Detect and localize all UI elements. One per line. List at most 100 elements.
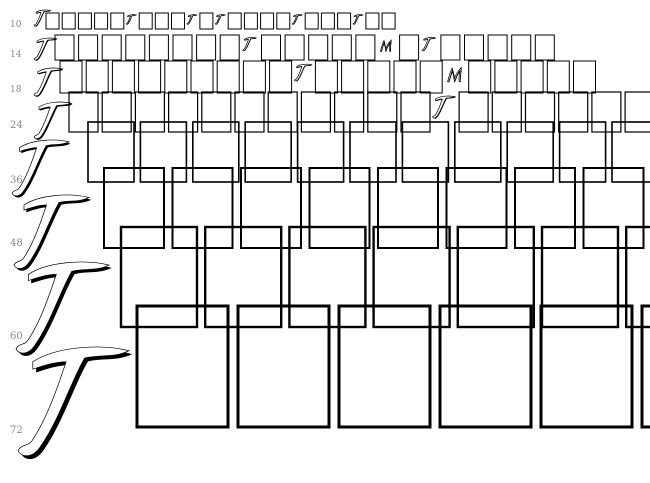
missing-glyph-box	[103, 167, 165, 249]
missing-glyph-box	[304, 12, 319, 30]
missing-glyph-box	[365, 12, 380, 30]
sample-row-48: 48	[10, 167, 645, 271]
script-capital-t-glyph-outline	[33, 37, 58, 61]
sample-row-10: 10	[10, 9, 396, 30]
script-capital-t-glyph	[33, 67, 64, 97]
missing-glyph-box	[138, 60, 162, 94]
missing-glyph-box	[296, 121, 345, 183]
missing-glyph-box	[464, 34, 484, 61]
missing-glyph-box	[393, 60, 417, 94]
script-capital-t-glyph-outline	[125, 14, 138, 25]
missing-glyph-box	[45, 12, 60, 30]
missing-glyph-box	[201, 91, 232, 133]
missing-glyph-box	[337, 12, 352, 30]
missing-glyph-box	[308, 167, 371, 249]
missing-glyph-box	[111, 60, 135, 94]
missing-glyph-box	[190, 60, 214, 94]
missing-glyph-box	[349, 121, 397, 183]
missing-glyph-box	[381, 12, 396, 30]
missing-glyph-box	[138, 12, 153, 30]
missing-glyph-box	[377, 167, 439, 249]
missing-glyph-box	[400, 91, 431, 133]
missing-glyph-box	[331, 34, 352, 61]
sample-row-60: 60	[10, 225, 650, 356]
missing-glyph-box	[341, 60, 365, 94]
sample-row-24: 24	[10, 91, 650, 140]
script-capital-t-glyph-outline	[242, 37, 258, 52]
script-capital-t-glyph-outline	[33, 9, 52, 27]
missing-glyph-box	[520, 60, 544, 94]
script-capital-t-glyph-outline	[17, 346, 131, 457]
script-capital-t-glyph	[13, 194, 92, 271]
missing-glyph-box	[110, 12, 125, 30]
missing-glyph-box	[125, 34, 146, 61]
missing-glyph-box	[234, 91, 265, 133]
script-capital-t-glyph	[291, 14, 304, 25]
missing-glyph-box	[119, 225, 199, 329]
size-label: 48	[10, 238, 23, 249]
missing-glyph-box	[367, 91, 398, 133]
missing-glyph-box	[372, 225, 451, 329]
missing-glyph-box	[77, 12, 92, 30]
script-capital-t-glyph-outline	[11, 139, 71, 197]
missing-glyph-box	[68, 91, 99, 133]
script-capital-t-glyph	[33, 101, 73, 140]
missing-glyph-box	[337, 304, 432, 429]
missing-glyph-box	[458, 91, 489, 133]
missing-glyph-box	[168, 91, 199, 133]
missing-glyph-box	[61, 12, 76, 30]
missing-glyph-box	[261, 34, 281, 61]
missing-glyph-box	[506, 121, 555, 183]
script-capital-t-glyph-outline	[33, 67, 64, 97]
missing-glyph-box	[87, 121, 135, 183]
script-capital-t-glyph	[214, 14, 227, 25]
missing-glyph-box	[419, 60, 443, 94]
missing-glyph-box	[511, 34, 532, 61]
script-capital-m-glyph-outline	[379, 39, 392, 53]
missing-glyph-box	[438, 304, 533, 429]
script-capital-t-glyph	[352, 14, 364, 25]
sample-row-18: 18	[10, 60, 596, 97]
missing-glyph-box	[524, 91, 556, 133]
script-capital-t-glyph	[33, 37, 58, 61]
sample-row-72: 72	[10, 304, 650, 460]
missing-glyph-box	[269, 60, 293, 94]
missing-glyph-box	[267, 91, 298, 133]
missing-glyph-box	[487, 34, 508, 61]
missing-glyph-box	[582, 167, 645, 249]
script-capital-t-glyph	[432, 95, 457, 119]
script-capital-t-glyph	[15, 261, 112, 356]
size-label: 36	[10, 175, 23, 186]
missing-glyph-box	[78, 34, 99, 61]
missing-glyph-box	[540, 225, 620, 329]
missing-glyph-box	[134, 91, 165, 133]
missing-glyph-box	[591, 91, 622, 133]
missing-glyph-box	[534, 34, 555, 61]
missing-glyph-box	[154, 12, 169, 30]
missing-glyph-box	[243, 12, 258, 30]
script-capital-t-glyph	[294, 63, 313, 82]
size-label: 72	[10, 425, 23, 436]
missing-glyph-box	[227, 12, 242, 30]
missing-glyph-box	[546, 60, 570, 94]
missing-glyph-box	[54, 34, 75, 61]
script-capital-m-glyph-outline	[447, 66, 462, 84]
missing-glyph-box	[148, 34, 169, 61]
missing-glyph-box	[314, 60, 338, 94]
script-capital-t-glyph-outline	[294, 63, 313, 82]
missing-glyph-box	[276, 12, 291, 30]
missing-glyph-box	[494, 60, 518, 94]
script-capital-t-glyph	[33, 9, 52, 27]
missing-glyph-box	[308, 34, 329, 61]
missing-glyph-box	[94, 12, 109, 30]
missing-glyph-box	[611, 121, 650, 183]
missing-glyph-box	[573, 60, 596, 94]
missing-glyph-box	[456, 225, 535, 329]
missing-glyph-box	[468, 60, 492, 94]
script-capital-t-glyph-outline	[186, 14, 198, 25]
missing-glyph-box	[244, 121, 292, 183]
missing-glyph-box	[216, 60, 240, 94]
